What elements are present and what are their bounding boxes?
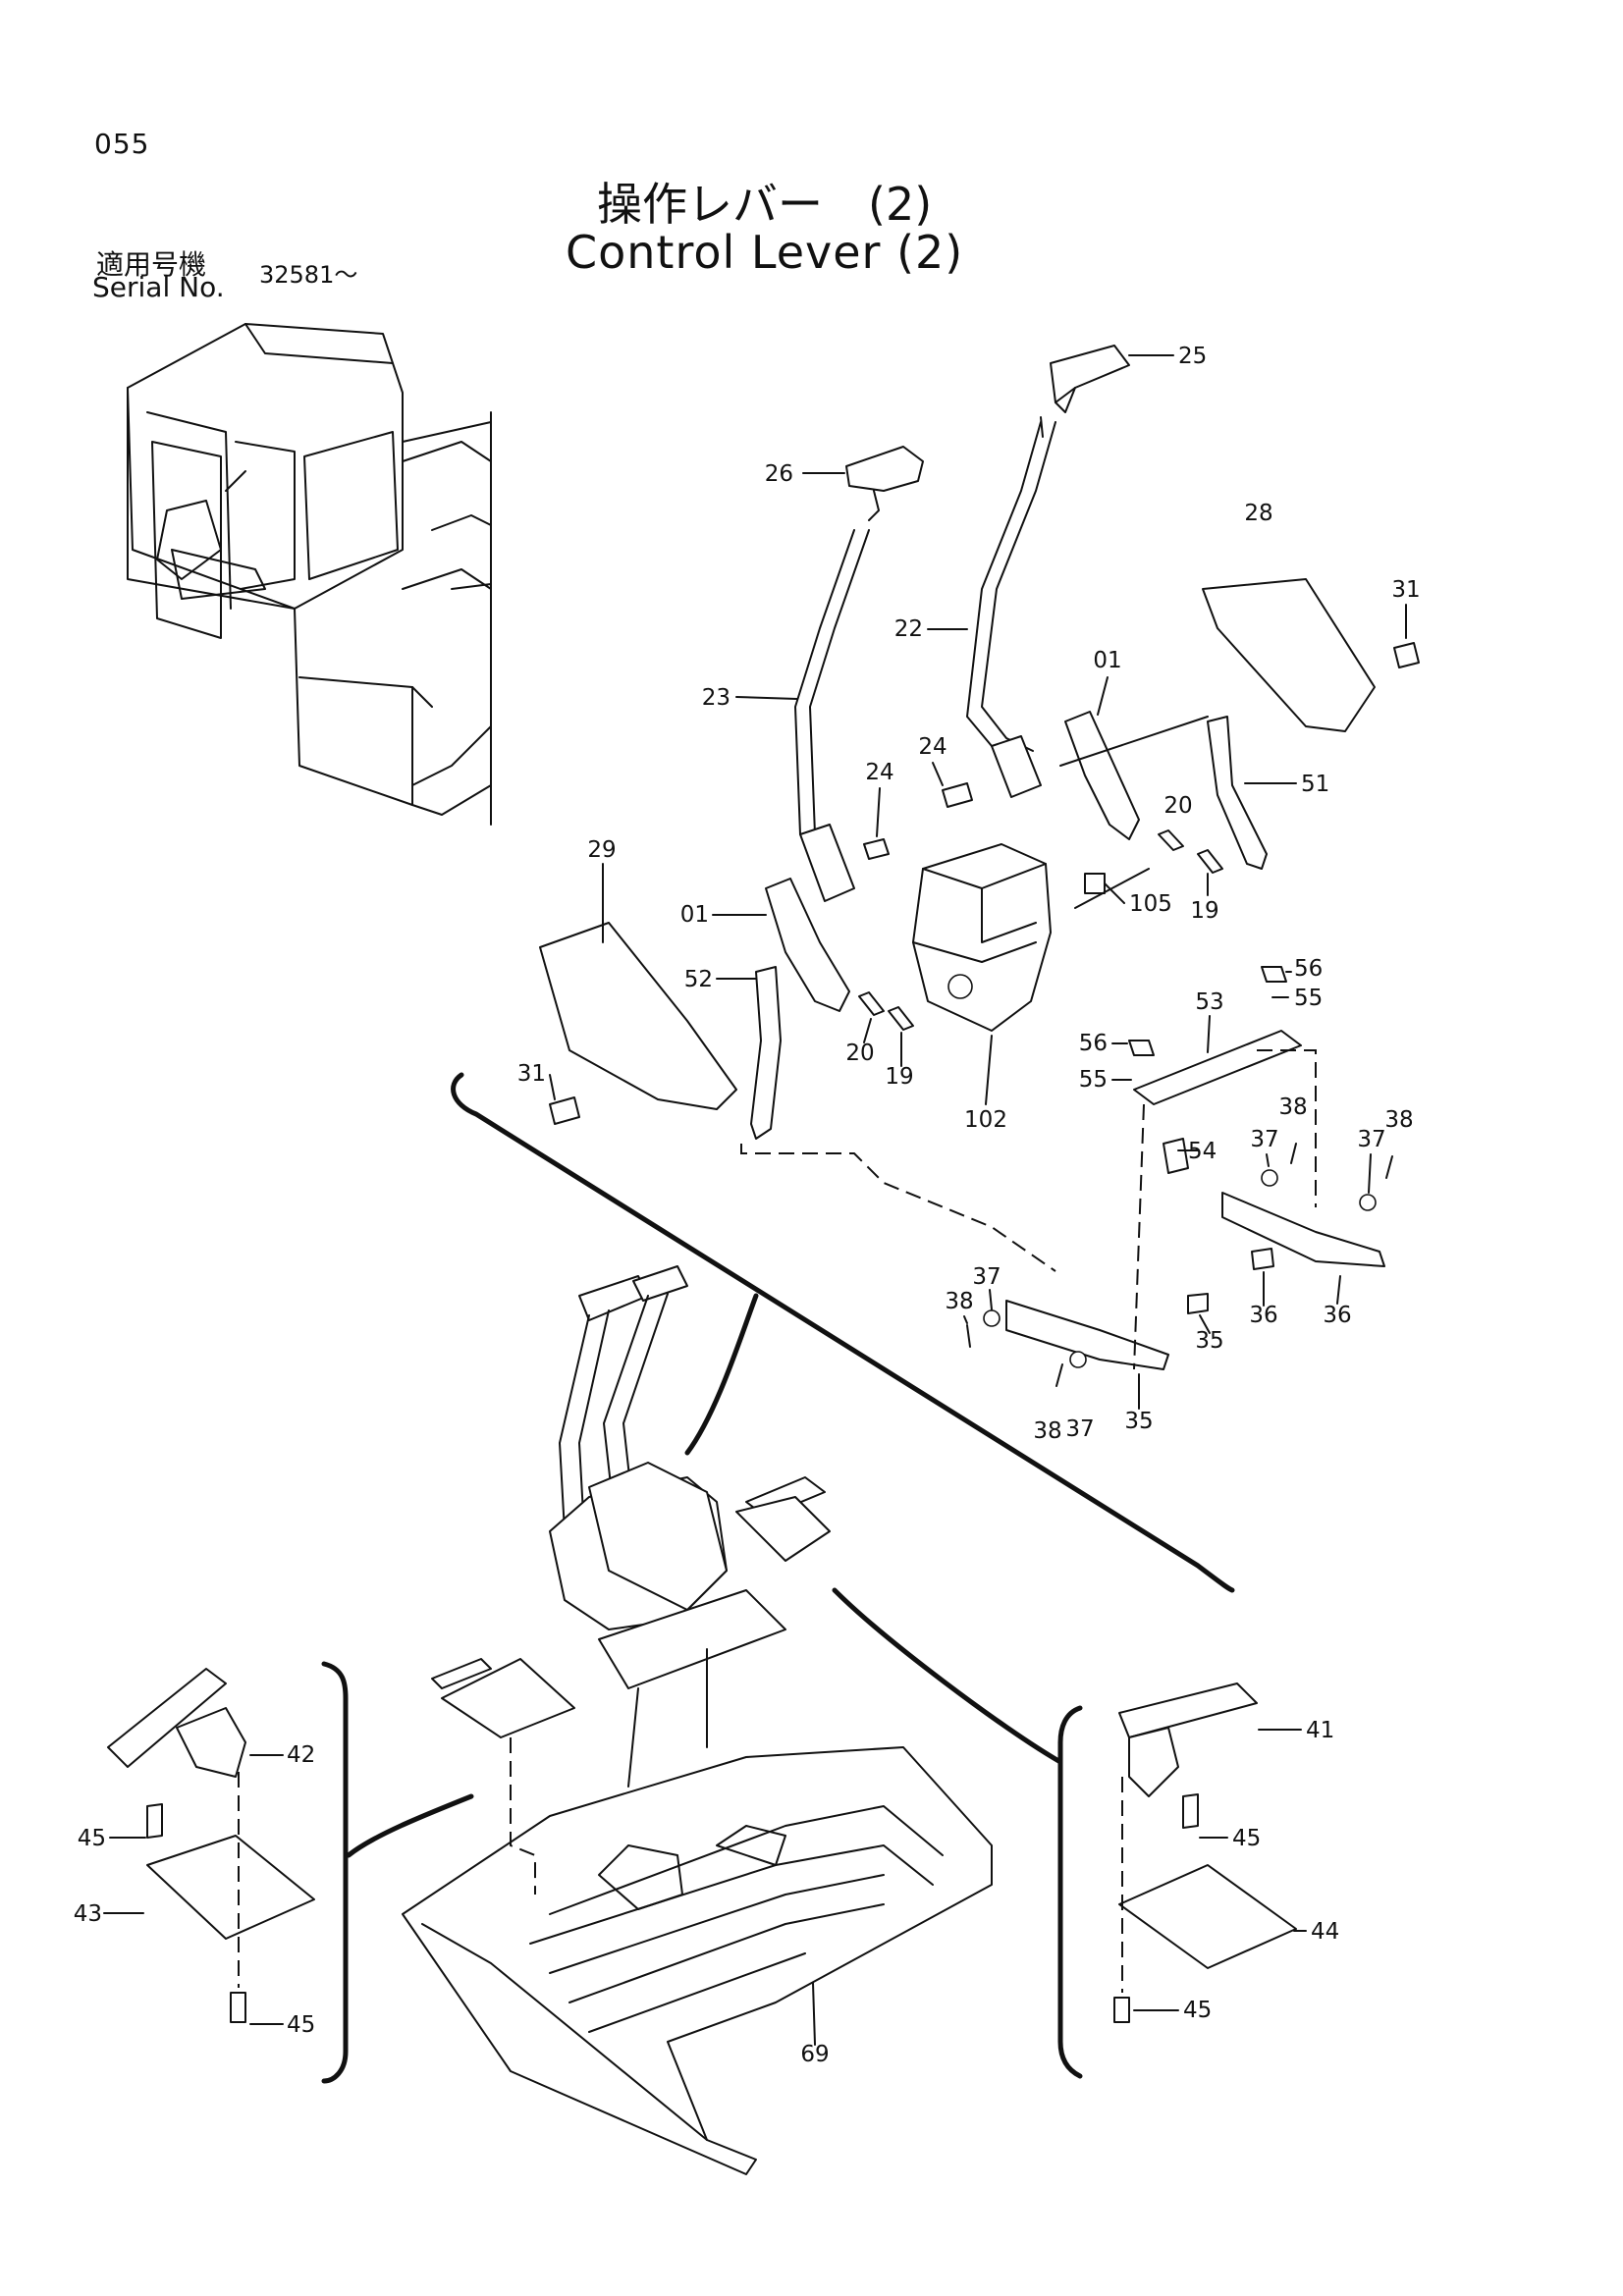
- exploded-lever-assembly: [539, 345, 1420, 1387]
- part-callout-36: 36: [1323, 1303, 1351, 1328]
- leader-line: [985, 1035, 993, 1105]
- serial-label: Serial No.: [92, 271, 225, 303]
- leader-line: [876, 787, 881, 837]
- part-callout-42: 42: [287, 1742, 315, 1768]
- part-callout-56: 56: [1079, 1031, 1108, 1056]
- part-callout-51: 51: [1301, 772, 1329, 797]
- part-callout-45: 45: [78, 1826, 106, 1851]
- part-callout-19: 19: [1190, 898, 1218, 924]
- part-callout-01: 01: [1093, 648, 1121, 673]
- part-callout-37: 37: [972, 1264, 1001, 1290]
- part-callout-37: 37: [1357, 1127, 1385, 1152]
- part-callout-45: 45: [1232, 1826, 1261, 1851]
- part-callout-19: 19: [885, 1064, 913, 1090]
- leader-line: [989, 1289, 993, 1310]
- part-callout-36: 36: [1249, 1303, 1277, 1328]
- leader-line: [1266, 1153, 1270, 1167]
- leader-line: [1207, 1015, 1211, 1053]
- part-callout-53: 53: [1195, 989, 1223, 1015]
- part-callout-52: 52: [684, 967, 713, 992]
- leader-line: [1104, 882, 1125, 904]
- part-callout-35: 35: [1124, 1409, 1153, 1434]
- leader-line: [963, 1315, 968, 1324]
- part-callout-69: 69: [800, 2042, 829, 2067]
- part-callout-20: 20: [1163, 793, 1192, 819]
- part-callout-56: 56: [1294, 956, 1323, 982]
- part-callout-37: 37: [1250, 1127, 1278, 1152]
- part-callout-38: 38: [1278, 1095, 1307, 1120]
- part-callout-28: 28: [1244, 501, 1272, 526]
- leader-line: [735, 696, 798, 700]
- part-callout-20: 20: [845, 1041, 874, 1066]
- part-callout-31: 31: [517, 1061, 546, 1087]
- part-callout-45: 45: [287, 2012, 315, 2038]
- page-number: 055: [94, 128, 150, 160]
- leader-line: [1097, 676, 1109, 716]
- leader-line: [863, 1018, 872, 1043]
- part-callout-38: 38: [945, 1289, 973, 1314]
- pedal-41-detail: [1113, 1682, 1297, 2023]
- leader-line: [1368, 1153, 1372, 1194]
- part-callout-23: 23: [702, 685, 730, 711]
- part-callout-105: 105: [1129, 891, 1172, 917]
- leader-line: [1336, 1275, 1341, 1305]
- page-title-japanese: 操作レバー (2): [597, 178, 933, 231]
- part-callout-38: 38: [1384, 1107, 1413, 1133]
- serial-label-japanese: 適用号機: [96, 248, 207, 281]
- part-callout-01: 01: [680, 902, 709, 928]
- part-callout-35: 35: [1195, 1328, 1223, 1354]
- leader-line: [812, 1982, 816, 2046]
- part-callout-24: 24: [918, 734, 947, 760]
- part-callout-41: 41: [1306, 1718, 1334, 1743]
- leader-line: [932, 762, 944, 786]
- part-callout-22: 22: [894, 616, 923, 642]
- part-callout-55: 55: [1079, 1067, 1108, 1093]
- part-callout-26: 26: [765, 461, 793, 487]
- part-callout-44: 44: [1311, 1919, 1339, 1945]
- part-callout-37: 37: [1065, 1416, 1094, 1442]
- serial-number: 32581～: [259, 261, 358, 289]
- cab-overview-illustration: [127, 323, 492, 826]
- callouts-layer: 25 26 28 31 22 01 24 24 23 20 51 19 105 29 01 56 55 52 53 5…: [74, 344, 1421, 2067]
- part-callout-45: 45: [1183, 1998, 1212, 2023]
- part-callout-38: 38: [1033, 1418, 1061, 1444]
- part-callout-24: 24: [865, 760, 893, 785]
- leader-line: [549, 1074, 556, 1100]
- part-callout-43: 43: [74, 1901, 102, 1927]
- leader-line: [1199, 1314, 1211, 1334]
- part-callout-25: 25: [1178, 344, 1207, 369]
- part-callout-102: 102: [964, 1107, 1007, 1133]
- part-callout-29: 29: [587, 837, 616, 863]
- cab-floor-assembly-illustration: [402, 1265, 993, 2175]
- part-callout-31: 31: [1391, 577, 1420, 603]
- part-callout-55: 55: [1294, 986, 1323, 1011]
- pedal-42-detail: [107, 1668, 315, 2023]
- page-title-english: Control Lever (2): [566, 226, 964, 279]
- part-callout-54: 54: [1188, 1139, 1217, 1164]
